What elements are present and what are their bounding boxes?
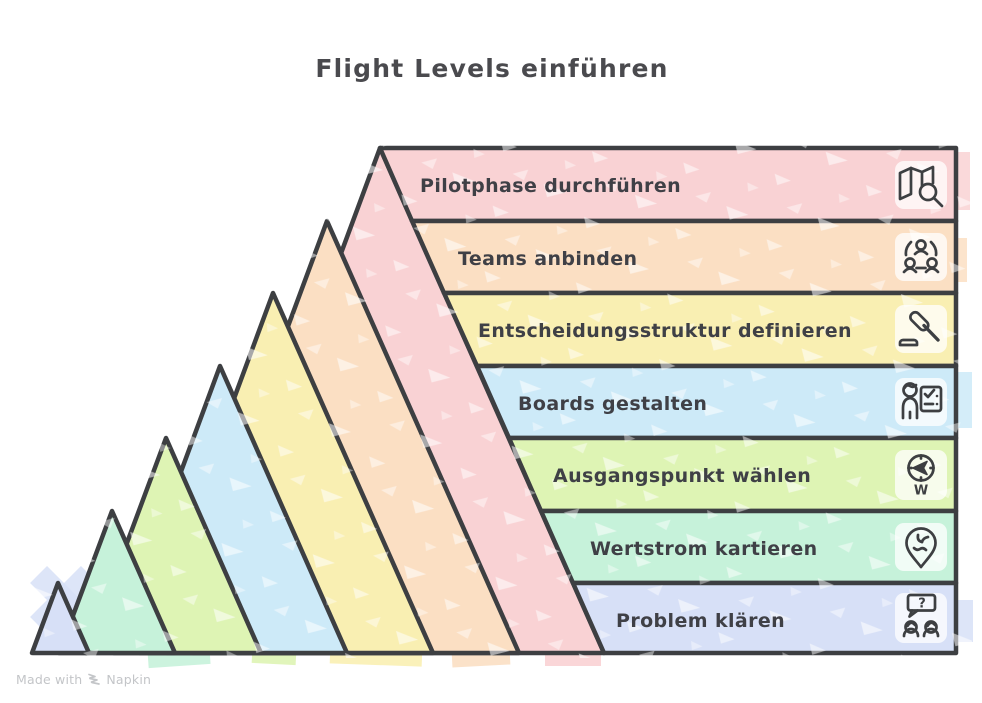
label-problem: Problem klären (616, 610, 785, 632)
map-search-icon (895, 161, 947, 209)
label-wertstrom: Wertstrom kartieren (590, 538, 818, 560)
level-labels: Pilotphase durchführen Teams anbinden En… (420, 175, 852, 632)
team-network-icon (895, 233, 947, 281)
person-board-icon (895, 378, 947, 426)
gavel-icon (895, 305, 947, 353)
napkin-logo-icon (88, 673, 101, 685)
watermark-prefix: Made with (16, 672, 83, 687)
question-discussion-icon: ? (895, 593, 947, 643)
compass-icon: W (895, 450, 947, 500)
page-title: Flight Levels einführen (315, 54, 668, 83)
label-entscheidung: Entscheidungsstruktur definieren (478, 320, 852, 342)
label-teams: Teams anbinden (458, 248, 637, 270)
watermark-brand: Napkin (106, 672, 152, 687)
watermark: Made with Napkin (16, 672, 151, 687)
level-icons: W ? (895, 161, 947, 643)
label-boards: Boards gestalten (518, 393, 707, 415)
label-pilotphase: Pilotphase durchführen (420, 175, 681, 197)
map-pin-stream-icon (895, 523, 947, 571)
compass-letter: W (914, 484, 928, 499)
label-ausgangspunkt: Ausgangspunkt wählen (553, 465, 811, 487)
bubble-question-mark: ? (918, 597, 926, 612)
